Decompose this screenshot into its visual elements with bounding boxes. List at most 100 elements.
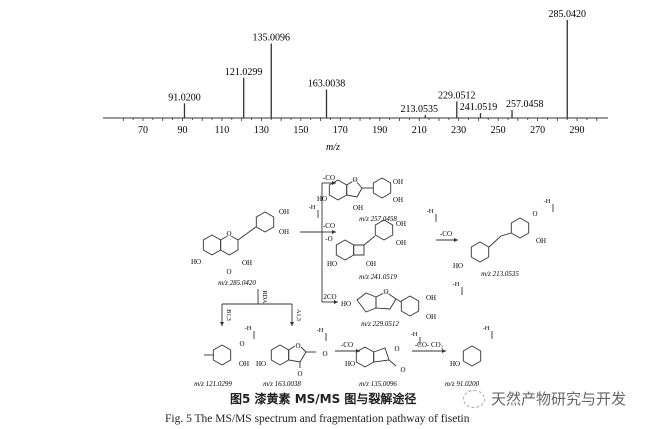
atom-label: O — [383, 288, 388, 296]
rda-label: RDA — [261, 291, 267, 304]
atom-label: O — [297, 370, 302, 378]
atom-label: HO — [450, 360, 460, 368]
b13-label: B1,3 — [225, 309, 231, 321]
minus-h-label: -H — [309, 204, 316, 211]
ring — [356, 292, 377, 313]
atom-label: O — [226, 230, 231, 238]
atom-label: O — [532, 210, 537, 218]
benzene-ring — [374, 219, 394, 241]
x-tick-label: 210 — [412, 125, 427, 136]
peak-label: 163.0038 — [308, 79, 346, 90]
atom-label: OH — [239, 360, 249, 368]
minus-h-label: -H — [483, 325, 490, 332]
caption-chinese: 图5 漆黄素 MS/MS 图与裂解途径 — [230, 392, 417, 406]
arrow-head — [334, 300, 338, 304]
minus-h-label: -H — [245, 325, 252, 332]
mz-label-s229: m/z 229.0512 — [361, 320, 399, 328]
atom-label: O — [226, 268, 231, 276]
x-tick-label: 290 — [570, 125, 585, 136]
atom-label: OH — [393, 196, 403, 204]
x-tick-label: 230 — [451, 125, 466, 136]
atom-label: HO — [327, 260, 337, 268]
mz-label-s241: m/z 241.0519 — [359, 273, 397, 281]
peak-label: 257.0458 — [506, 99, 544, 110]
bond — [237, 226, 257, 241]
atom-label: O — [295, 342, 300, 350]
atom-label: OH — [279, 228, 289, 236]
benzene-ring — [270, 344, 290, 366]
benzene-ring — [335, 239, 355, 261]
benzene-ring — [255, 211, 275, 233]
x-tick-label: 250 — [491, 125, 506, 136]
benzene-ring — [202, 234, 222, 256]
reagent-label: -CO — [341, 341, 353, 349]
peak-label: 285.0420 — [549, 9, 587, 20]
atom-label: HO — [191, 258, 201, 266]
atom-label: OH — [426, 313, 436, 321]
minus-h-label: -H — [317, 327, 324, 334]
reagent-label: -O — [325, 235, 332, 243]
benzene-ring — [510, 217, 530, 239]
a13-label: A1,3 — [295, 309, 301, 321]
arrow-head — [220, 322, 224, 326]
benzene-ring — [400, 295, 420, 317]
atom-label: O — [322, 350, 327, 358]
atom-label: O — [400, 366, 405, 374]
atom-label: HO — [453, 262, 463, 270]
wechat-icon — [463, 389, 485, 408]
mz-label-s135: m/z 135.0096 — [359, 380, 397, 388]
reagent-label: 2CO — [323, 293, 336, 301]
benzene-ring — [372, 177, 392, 199]
arrow-head — [290, 322, 294, 326]
bond — [500, 232, 512, 237]
minus-h-label: -H — [411, 331, 418, 338]
arrow-head — [442, 349, 446, 353]
atom-label: OH — [426, 294, 436, 302]
atom-label: OH — [353, 204, 363, 212]
arrow-head — [332, 230, 336, 234]
x-tick-label: 130 — [254, 125, 269, 136]
minus-h-label: -H — [453, 281, 460, 288]
caption-english: Fig. 5 The MS/MS spectrum and fragmentat… — [165, 413, 470, 425]
atom-label: O — [352, 176, 357, 184]
atom-label: O — [239, 340, 244, 348]
x-tick-label: 270 — [530, 125, 545, 136]
peak-label: 213.0535 — [400, 104, 438, 115]
bond — [363, 235, 376, 246]
atom-label: OH — [396, 220, 406, 228]
benzene-ring — [470, 241, 490, 263]
mz-label-s213: m/z 213.0535 — [481, 270, 519, 278]
reagent-label: -CO — [440, 230, 452, 238]
watermark: 天然产物研究与开发 — [463, 388, 626, 409]
peak-label: 121.0299 — [225, 67, 263, 78]
bond — [488, 235, 502, 248]
bond — [395, 298, 402, 303]
benzene-ring — [462, 345, 482, 367]
mz-label-s285: m/z 285.0420 — [218, 279, 256, 287]
atom-label: OH — [279, 208, 289, 216]
bond — [388, 359, 397, 367]
watermark-text: 天然产物研究与开发 — [491, 390, 627, 408]
reagent-label: -CO — [323, 174, 335, 182]
mz-label-s121: m/z 121.0299 — [194, 380, 232, 388]
ring — [353, 244, 365, 256]
x-tick-label: 90 — [177, 125, 187, 136]
x-tick-label: 110 — [215, 125, 230, 136]
minus-h-label: -H — [544, 198, 551, 205]
peak-label: 229.0512 — [438, 90, 476, 101]
x-tick-label: 190 — [372, 125, 387, 136]
ring — [346, 179, 363, 198]
minus-h-label: -H — [427, 208, 434, 215]
atom-label: HO — [341, 300, 351, 308]
x-tick-label: 170 — [333, 125, 348, 136]
arrow-head — [356, 349, 360, 353]
peak-label: 135.0096 — [253, 33, 291, 44]
atom-label: HO — [256, 360, 266, 368]
peak-label: 241.0519 — [460, 102, 498, 113]
atom-label: HO — [345, 360, 355, 368]
x-tick-label: 70 — [138, 125, 148, 136]
atom-label: O — [394, 345, 399, 353]
mz-label-s257: m/z 257.0458 — [359, 215, 397, 223]
ring — [288, 343, 307, 363]
